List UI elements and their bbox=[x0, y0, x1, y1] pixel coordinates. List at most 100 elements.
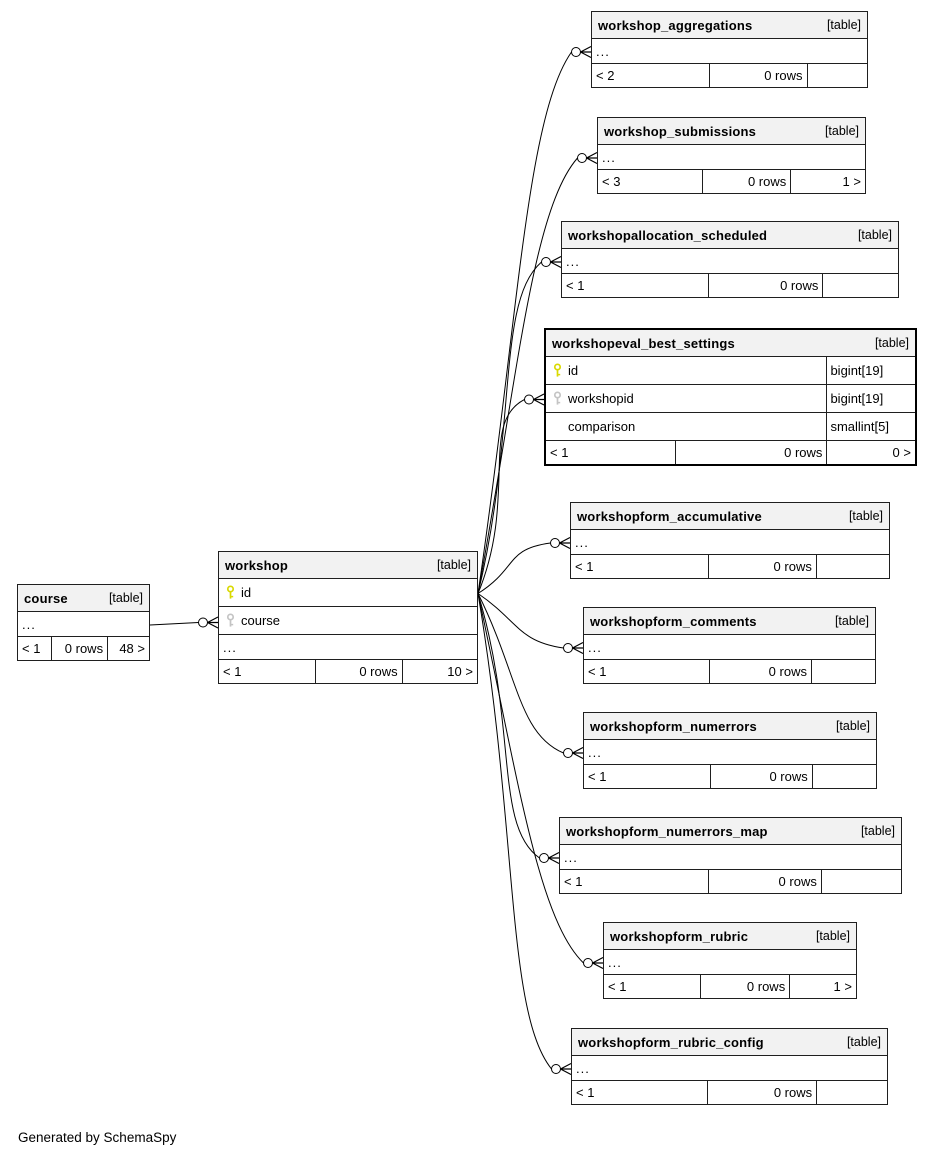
table-header: workshopform_accumulative[table] bbox=[571, 503, 889, 530]
column-row-id: id bbox=[219, 579, 477, 607]
relationship-line-workshopform_numerrors bbox=[477, 593, 564, 754]
table-type-tag: [table] bbox=[108, 591, 143, 605]
hidden-columns-ellipsis: ... bbox=[572, 1056, 887, 1081]
foreign-key-icon bbox=[219, 613, 241, 628]
column-name: id bbox=[568, 363, 579, 378]
footer-row-count: 0 rows bbox=[50, 637, 107, 660]
footer-children-count bbox=[811, 765, 876, 788]
table-type-tag: [table] bbox=[874, 336, 909, 350]
table-name[interactable]: workshopform_comments bbox=[590, 613, 757, 629]
table-footer: < 1 0 rows bbox=[572, 1081, 887, 1104]
primary-key-icon bbox=[219, 585, 241, 600]
footer-parents-count: < 1 bbox=[550, 445, 569, 460]
crows-foot-arrow bbox=[572, 641, 584, 655]
hidden-columns-ellipsis: ... bbox=[592, 39, 867, 64]
hidden-columns-ellipsis: ... bbox=[18, 612, 149, 637]
relationship-line-workshopform_accumulative bbox=[477, 542, 551, 594]
table-node-workshopeval_best_settings[interactable]: workshopeval_best_settings [table] id bigin… bbox=[544, 328, 917, 466]
table-name[interactable]: workshopallocation_scheduled bbox=[568, 227, 768, 243]
footer-parents-count: < 1 bbox=[588, 664, 607, 679]
footer-parents-count: < 1 bbox=[223, 664, 242, 679]
table-name[interactable]: workshopform_accumulative bbox=[577, 508, 762, 524]
table-header: workshopform_comments [table] bbox=[584, 608, 875, 635]
zero-cardinality-circle bbox=[563, 643, 573, 653]
footer-row-count: 0 rows bbox=[707, 1081, 816, 1104]
crows-foot-arrow bbox=[586, 151, 598, 165]
footer-parents-count: < 1 bbox=[588, 769, 607, 784]
table-name[interactable]: workshopform_numerrors bbox=[590, 718, 757, 734]
crows-foot-arrow bbox=[550, 255, 562, 269]
footer-children-count bbox=[816, 1081, 887, 1104]
footer-children-count bbox=[815, 555, 889, 578]
crows-foot-arrow bbox=[559, 536, 571, 550]
relationship-line-workshopform_rubric_config bbox=[477, 593, 552, 1070]
table-type-tag: [table] bbox=[835, 719, 870, 733]
relationship-line-workshop_submissions bbox=[477, 157, 578, 594]
footer-children-count bbox=[810, 660, 875, 683]
table-name[interactable]: workshopform_numerrors_map bbox=[566, 823, 768, 839]
zero-cardinality-circle bbox=[198, 617, 208, 628]
zero-cardinality-circle bbox=[563, 748, 573, 758]
zero-cardinality-circle bbox=[577, 153, 587, 163]
footer-row-count: 0 rows bbox=[675, 441, 826, 464]
footer-row-count: 0 rows bbox=[702, 170, 790, 193]
table-node-workshopallocation_scheduled[interactable]: workshopallocation_scheduled [table]... < … bbox=[561, 221, 899, 298]
table-name[interactable]: workshopeval_best_settings bbox=[552, 335, 735, 351]
zero-cardinality-circle bbox=[571, 47, 581, 57]
footer-parents-count: < 1 bbox=[566, 278, 585, 293]
column-name: course bbox=[241, 613, 281, 628]
crows-foot-arrow bbox=[572, 746, 584, 760]
table-type-tag: [table] bbox=[857, 228, 892, 242]
table-name[interactable]: workshop bbox=[225, 557, 288, 573]
hidden-columns-ellipsis: ... bbox=[219, 635, 477, 660]
column-type: bigint[19] bbox=[826, 357, 915, 384]
relationship-line-workshop_aggregations bbox=[477, 51, 572, 594]
hidden-columns-ellipsis: ... bbox=[584, 635, 875, 660]
table-type-tag: [table] bbox=[824, 124, 859, 138]
footer-row-count: 0 rows bbox=[699, 975, 789, 998]
primary-key-icon bbox=[546, 363, 568, 378]
table-node-workshopform_rubric_config[interactable]: workshopform_rubric_config [table]... < 1 0… bbox=[571, 1028, 888, 1105]
table-type-tag: [table] bbox=[834, 614, 869, 628]
zero-cardinality-circle bbox=[551, 1064, 561, 1074]
table-header: workshopform_numerrors_map[table] bbox=[560, 818, 901, 845]
footer-parents-count: < 1 bbox=[576, 1085, 595, 1100]
foreign-key-icon bbox=[546, 391, 568, 406]
table-name[interactable]: workshop_submissions bbox=[604, 123, 757, 139]
relationship-line-workshopform_comments bbox=[477, 593, 564, 649]
hidden-columns-ellipsis: ... bbox=[560, 845, 901, 870]
hidden-columns-ellipsis: ... bbox=[562, 249, 898, 274]
table-type-tag: [table] bbox=[846, 1035, 881, 1049]
column-type: smallint[5] bbox=[826, 413, 915, 440]
table-header: workshop [table] bbox=[219, 552, 477, 579]
table-header: workshopform_rubric_config [table] bbox=[572, 1029, 887, 1056]
table-name[interactable]: workshopform_rubric bbox=[610, 928, 749, 944]
footer-row-count: 0 rows bbox=[708, 64, 807, 87]
relationship-line-workshopform_rubric bbox=[477, 593, 584, 964]
crows-foot-arrow bbox=[548, 851, 560, 865]
hidden-columns-ellipsis: ... bbox=[571, 530, 889, 555]
column-type: bigint[19] bbox=[826, 385, 915, 412]
table-name[interactable]: workshop_aggregations bbox=[598, 17, 753, 33]
table-type-tag: [table] bbox=[436, 558, 471, 572]
table-name[interactable]: course bbox=[24, 590, 68, 606]
table-header: workshop_aggregations[table] bbox=[592, 12, 867, 39]
table-name[interactable]: workshopform_rubric_config bbox=[578, 1034, 764, 1050]
